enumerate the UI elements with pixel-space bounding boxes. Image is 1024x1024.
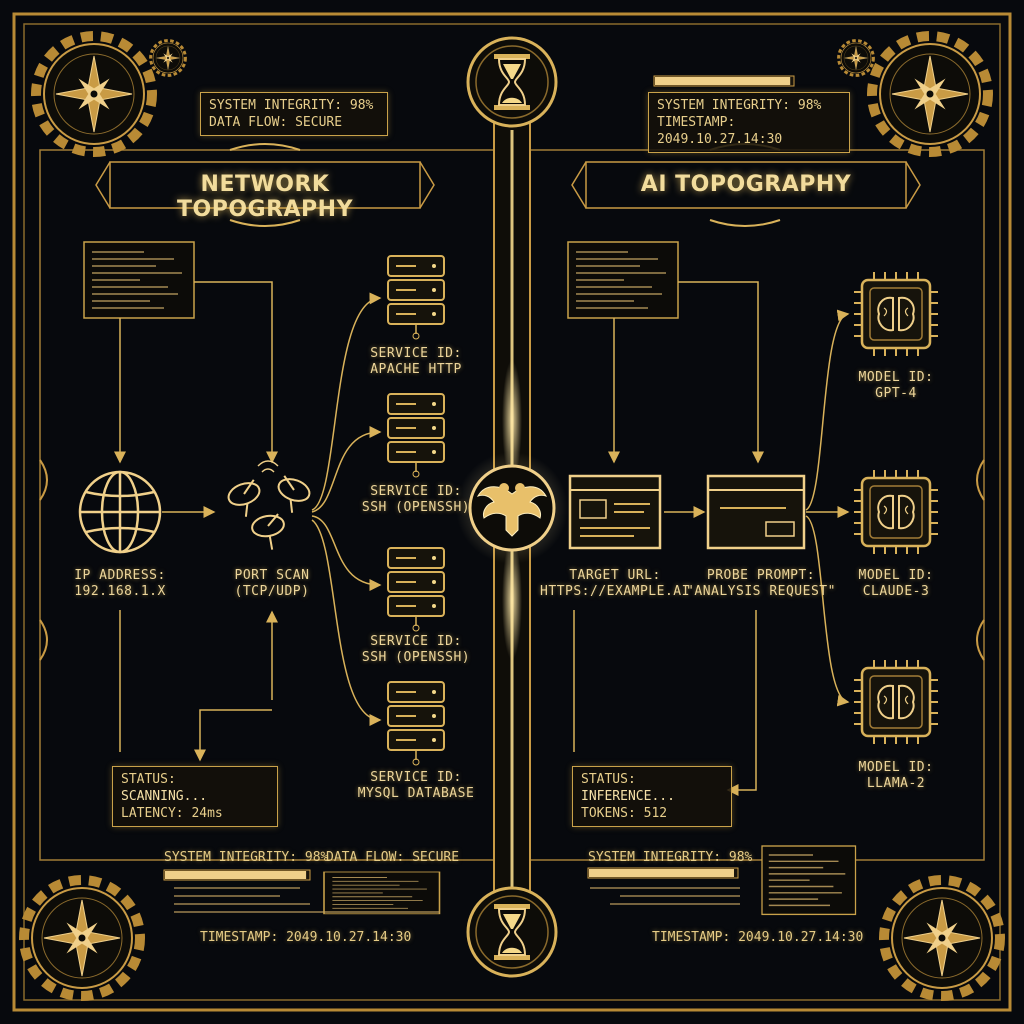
model-label-3: MODEL ID:LLAMA-2 <box>858 760 934 791</box>
compass-gear-icon-bottom-right <box>884 880 1000 996</box>
server-icon-4 <box>387 681 445 766</box>
status-value: INFERENCE... <box>581 789 675 804</box>
footer-timestamp-right: TIMESTAMP: 2049.10.27.14:30 <box>652 930 864 945</box>
browser-window-icon <box>568 474 662 550</box>
code-block-left <box>83 241 195 319</box>
system-integrity-text: SYSTEM INTEGRITY: 98% <box>209 98 374 113</box>
compass-gear-icon-top-right <box>872 36 988 152</box>
small-gear-icon <box>837 39 875 77</box>
footer-lines-right <box>590 887 740 905</box>
server-icon-3 <box>387 547 445 632</box>
compass-gear-icon-top-left <box>36 36 152 152</box>
right-header-panel: SYSTEM INTEGRITY: 98% TIMESTAMP: 2049.10… <box>648 92 850 153</box>
system-integrity-text: SYSTEM INTEGRITY: 98% <box>657 98 822 113</box>
small-gear-icon <box>149 39 187 77</box>
ai-topography-title: AI TOPOGRAPHY <box>640 172 852 197</box>
ai-chip-icon-2 <box>852 468 940 556</box>
footer-lines-left <box>174 887 440 913</box>
latency-text: LATENCY: 24ms <box>121 806 223 821</box>
status-value: SCANNING... <box>121 789 208 804</box>
hourglass-icon-bottom <box>466 886 558 978</box>
service-label-4: SERVICE ID:MYSQL DATABASE <box>357 770 475 801</box>
port-scan-label: PORT SCAN(TCP/UDP) <box>234 568 310 599</box>
model-label-1: MODEL ID:GPT-4 <box>858 370 934 401</box>
prompt-window-icon <box>706 474 806 550</box>
tokens-text: TOKENS: 512 <box>581 806 668 821</box>
title-banner-left <box>95 143 435 227</box>
ip-address-label: IP ADDRESS:192.168.1.X <box>74 568 166 599</box>
left-header-panel: SYSTEM INTEGRITY: 98% DATA FLOW: SECURE <box>200 92 388 136</box>
service-label-1: SERVICE ID:APACHE HTTP <box>370 346 462 377</box>
ornate-frame <box>12 12 1012 1012</box>
probe-prompt-label: PROBE PROMPT:"ANALYSIS REQUEST" <box>686 568 836 599</box>
timestamp-text: TIMESTAMP: 2049.10.27.14:30 <box>657 115 783 147</box>
ai-chip-icon-1 <box>852 270 940 358</box>
double-headed-eagle-icon <box>456 452 568 564</box>
service-label-2: SERVICE ID:SSH (OPENSSH) <box>361 484 471 515</box>
right-status-panel: STATUS: INFERENCE... TOKENS: 512 <box>572 766 732 827</box>
footer-timestamp-left: TIMESTAMP: 2049.10.27.14:30 <box>200 930 412 945</box>
integrity-bar-right <box>587 867 739 879</box>
network-connectors <box>114 281 382 762</box>
footer-code-left <box>323 871 441 915</box>
integrity-bar-top-right <box>653 75 795 87</box>
network-topography-title: NETWORK TOPOGRAPHY <box>176 172 354 222</box>
satellite-dish-icon <box>227 460 311 550</box>
ai-chip-icon-3 <box>852 658 940 746</box>
server-icon-2 <box>387 393 445 478</box>
code-block-right <box>567 241 679 319</box>
model-label-2: MODEL ID:CLAUDE-3 <box>858 568 934 599</box>
status-key: STATUS: <box>581 772 636 787</box>
integrity-bar-left <box>163 869 311 881</box>
footer-integrity-right: SYSTEM INTEGRITY: 98% <box>588 850 753 865</box>
compass-gear-icon-bottom-left <box>24 880 140 996</box>
server-icon-1 <box>387 255 445 340</box>
footer-integrity-left: SYSTEM INTEGRITY: 98% <box>164 850 329 865</box>
globe-icon <box>78 470 162 554</box>
hourglass-icon-top <box>466 36 558 128</box>
ai-connectors <box>573 281 850 796</box>
footer-data-flow: DATA FLOW: SECURE <box>326 850 460 865</box>
target-url-label: TARGET URL:HTTPS://EXAMPLE.AI <box>540 568 690 599</box>
footer-code-right <box>761 845 857 916</box>
left-status-panel: STATUS: SCANNING... LATENCY: 24ms <box>112 766 278 827</box>
status-key: STATUS: <box>121 772 176 787</box>
data-flow-text: DATA FLOW: SECURE <box>209 115 343 130</box>
service-label-3: SERVICE ID:SSH (OPENSSH) <box>361 634 471 665</box>
